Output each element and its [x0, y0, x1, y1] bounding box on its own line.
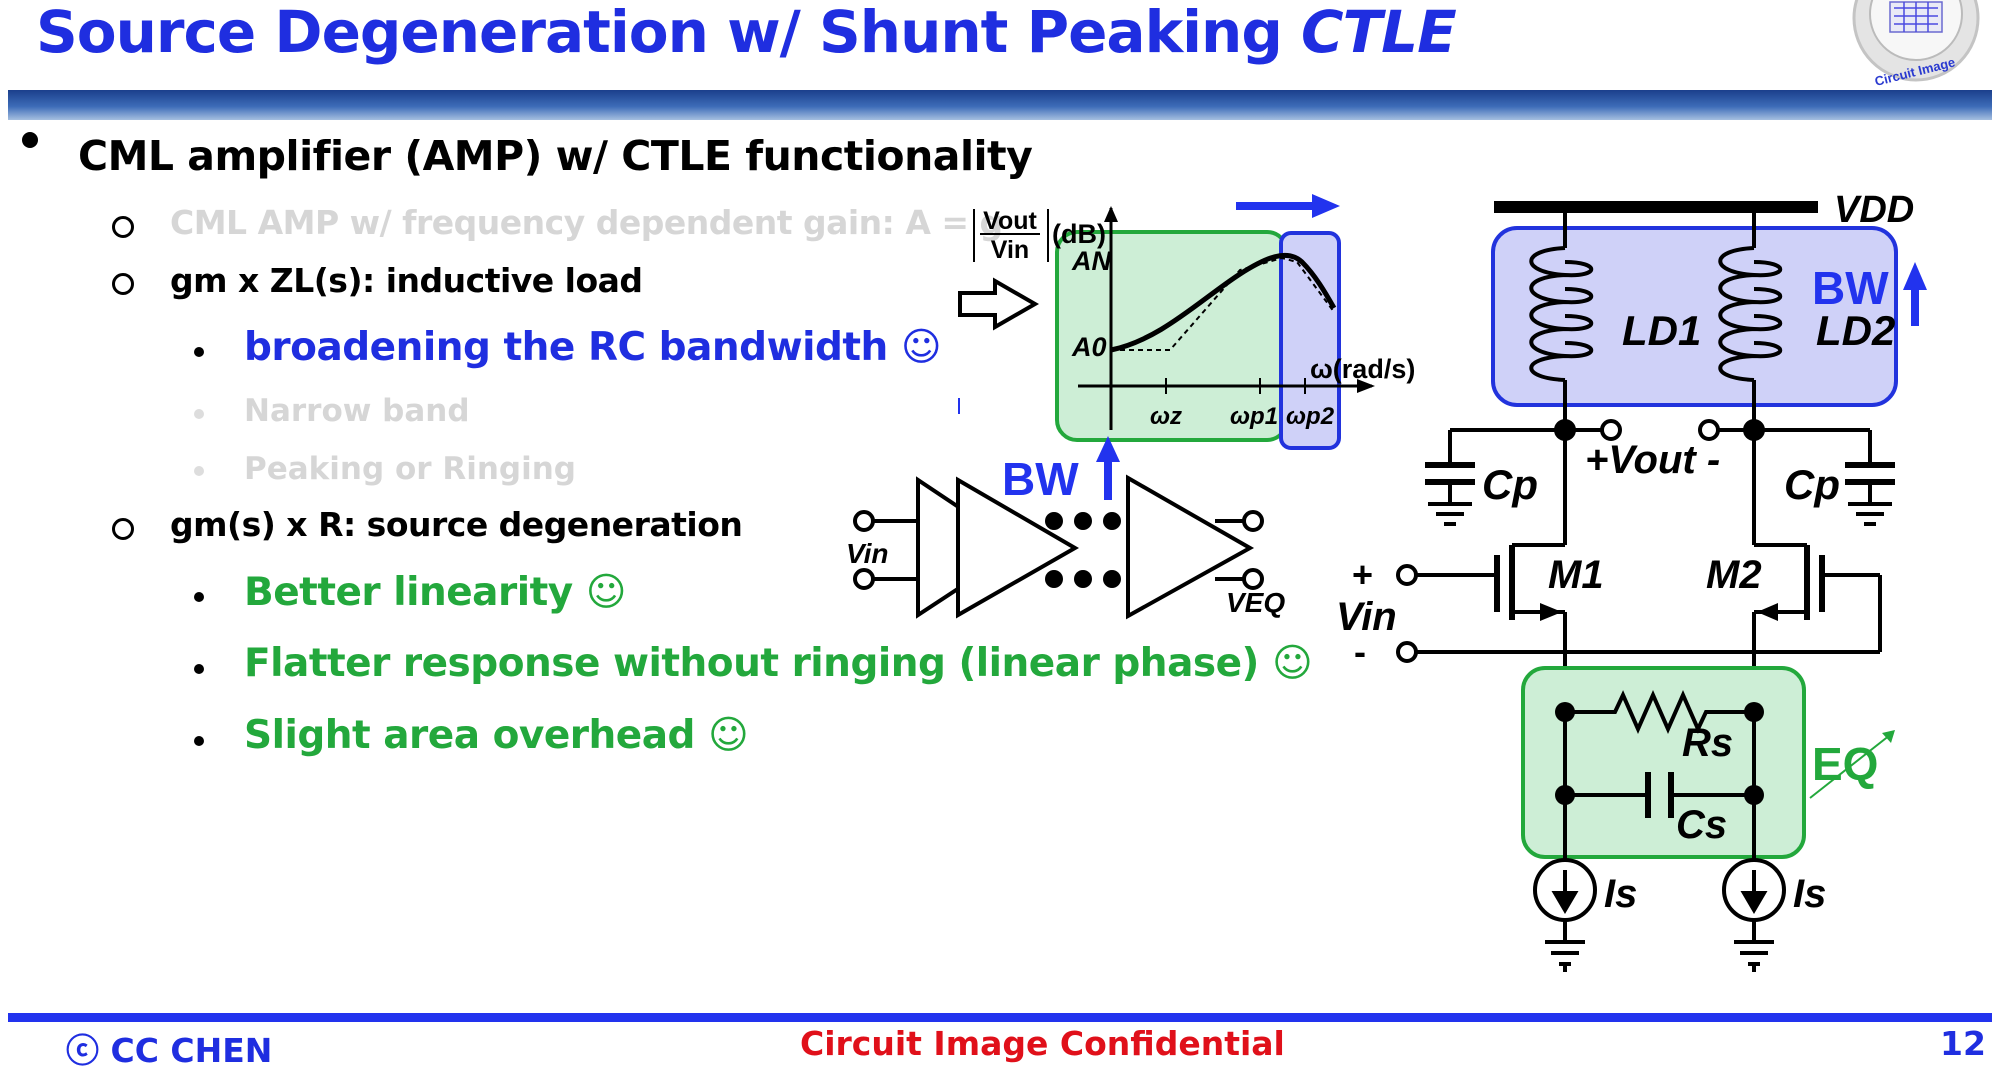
- asymptote-dashed: [1111, 256, 1335, 351]
- extended-bandwidth-region: [1279, 231, 1341, 450]
- omega-axis-label: ω(rad/s): [1310, 354, 1415, 384]
- cascade-ellipsis: [1045, 512, 1121, 588]
- frequency-response-plot: Vout Vin (dB) AN A0 ω(rad/s) ωz ωp1 ωp2 …: [958, 194, 1415, 505]
- footer-bar: [8, 1013, 1992, 1022]
- degeneration-box: [1521, 666, 1806, 859]
- vin-minus-label: -: [1354, 631, 1366, 672]
- item-flatter-response: Flatter response without ringing (linear…: [244, 641, 1313, 686]
- capacitor-cp-left: [1425, 462, 1475, 526]
- current-source-left: [1533, 858, 1597, 972]
- m1-label: M1: [1548, 553, 1604, 597]
- a0-label: A0: [1071, 332, 1107, 362]
- item-slight-area-overhead: Slight area overhead ☺: [244, 713, 749, 758]
- vin-label: Vin: [1336, 595, 1397, 639]
- bw-label: BW: [1002, 453, 1079, 505]
- ld2-label: LD2: [1816, 307, 1895, 354]
- right-hollow-arrow-icon: [958, 277, 1040, 331]
- item-dot: [194, 664, 204, 674]
- item-better-linearity: Better linearity ☺: [244, 570, 626, 615]
- sub-bullet-ring: [112, 518, 134, 540]
- omega-p2-tick: ωp2: [1286, 403, 1335, 430]
- sub-bullet-freq-gain: CML AMP w/ frequency dependent gain: A =…: [170, 203, 1003, 242]
- vout-label: Vout: [983, 207, 1037, 235]
- item-dot: [194, 592, 204, 602]
- ctle-schematic: VDD LD1 LD2 BW +Vout -: [1336, 189, 1927, 972]
- sub-bullet-inductive-load: gm x ZL(s): inductive load: [170, 261, 643, 300]
- cp-right-label: Cp: [1784, 461, 1840, 508]
- capacitor-cp-right: [1845, 462, 1895, 526]
- bullet-dot: [22, 132, 38, 148]
- m2-label: M2: [1706, 553, 1762, 597]
- item-broadening-bandwidth: broadening the RC bandwidth ☺: [244, 325, 942, 370]
- title-text: Source Degeneration w/ Shunt Peaking: [36, 0, 1302, 66]
- db-unit: (dB): [1052, 219, 1106, 249]
- circuit-image-logo: Circuit Image: [1852, 0, 1980, 88]
- cp-left-label: Cp: [1482, 461, 1538, 508]
- item-dot: [194, 409, 204, 419]
- resistor-rs: [1565, 690, 1754, 734]
- eq-label: EQ: [1812, 738, 1878, 790]
- title-emphasis: CTLE: [1301, 0, 1457, 66]
- ld1-label: LD1: [1622, 307, 1701, 354]
- page-number: 12: [1940, 1024, 1986, 1063]
- current-source-right: [1722, 858, 1786, 972]
- item-dot: [194, 347, 204, 357]
- slide-title: Source Degeneration w/ Shunt Peaking CTL…: [36, 0, 1457, 66]
- bw-up-arrow-icon: [1096, 436, 1120, 462]
- title-bar: [8, 90, 1992, 120]
- item-peaking-ringing: Peaking or Ringing: [244, 451, 576, 487]
- an-label: AN: [1071, 246, 1111, 276]
- footer-author: ⓒ CC CHEN: [66, 1031, 273, 1070]
- rs-label: Rs: [1682, 721, 1733, 765]
- inductive-load-box: [1491, 226, 1898, 407]
- vdd-label: VDD: [1834, 189, 1914, 231]
- cascade-veq-label: VEQ: [1226, 587, 1285, 618]
- eq-arrow-icon: [1882, 730, 1895, 743]
- gain-axis-label: Vout Vin (dB): [973, 207, 1106, 264]
- bullet-cml-amplifier: CML amplifier (AMP) w/ CTLE functionalit…: [78, 132, 1033, 180]
- vin-plus-label: +: [1352, 554, 1373, 595]
- item-narrow-band: Narrow band: [244, 393, 470, 429]
- bw-circuit-label: BW: [1812, 262, 1889, 314]
- cascade-vin-label: Vin: [846, 538, 889, 569]
- item-dot: [194, 466, 204, 476]
- bw-circuit-arrow-icon: [1903, 262, 1927, 290]
- bandwidth-extension-arrow: [1312, 194, 1340, 218]
- is-left-label: Is: [1604, 872, 1637, 916]
- gain-curve: [1110, 252, 1337, 353]
- cs-label: Cs: [1676, 803, 1727, 847]
- item-dot: [194, 736, 204, 746]
- sub-bullet-source-degeneration: gm(s) x R: source degeneration: [170, 505, 743, 544]
- footer-confidential: Circuit Image Confidential: [800, 1024, 1285, 1063]
- vin-label: Vin: [991, 236, 1029, 264]
- is-right-label: Is: [1793, 872, 1826, 916]
- omega-z-tick: ωz: [1150, 403, 1182, 430]
- sub-bullet-ring: [112, 216, 134, 238]
- vout-label: +Vout -: [1585, 438, 1720, 482]
- amplifier-cascade: [853, 474, 1264, 620]
- omega-p1-tick: ωp1: [1230, 403, 1278, 430]
- sub-bullet-ring: [112, 273, 134, 295]
